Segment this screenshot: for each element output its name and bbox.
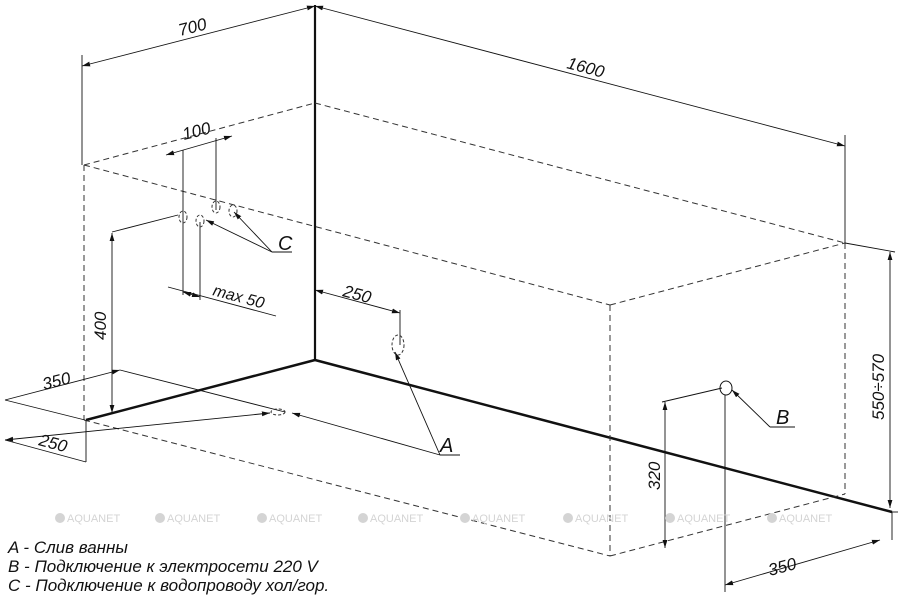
watermark-logo-icon bbox=[665, 513, 675, 523]
watermark-text: AQUANET bbox=[370, 513, 423, 525]
dim-700: 700 bbox=[176, 14, 209, 39]
watermark-text: AQUANET bbox=[779, 513, 832, 525]
fittings bbox=[178, 200, 405, 416]
watermark-logo-icon bbox=[767, 513, 777, 523]
dim-250-drain: 250 bbox=[340, 281, 374, 307]
watermark-logo-icon bbox=[155, 513, 165, 523]
pipe-icon bbox=[228, 204, 238, 218]
dim-max-50: max 50 bbox=[211, 282, 266, 312]
legend: A - Слив ванны B - Подключение к электро… bbox=[8, 538, 329, 595]
dim-350-right: 350 bbox=[766, 554, 799, 580]
dim-height: 550÷570 bbox=[869, 353, 888, 420]
legend-item-c: C - Подключение к водопроводу хол/гор. bbox=[8, 576, 330, 595]
label-b: B bbox=[776, 407, 789, 429]
label-c: C bbox=[278, 233, 293, 255]
dim-320: 320 bbox=[645, 461, 664, 490]
label-a: A bbox=[439, 435, 453, 457]
watermark-text: AQUANET bbox=[575, 513, 628, 525]
socket-icon bbox=[719, 380, 733, 396]
watermark-logo-icon bbox=[358, 513, 368, 523]
legend-item-a: A - Слив ванны bbox=[8, 538, 128, 557]
drain-icon bbox=[391, 334, 405, 356]
watermark-text: AQUANET bbox=[67, 513, 120, 525]
dimension-lines bbox=[4, 5, 898, 592]
bathtub-outline bbox=[83, 102, 846, 557]
pipe-icon bbox=[211, 200, 221, 214]
watermarks: AQUANET AQUANET AQUANET AQUANET AQUANET AQUAN… bbox=[55, 513, 832, 525]
watermark-text: AQUANET bbox=[677, 513, 730, 525]
dim-100: 100 bbox=[180, 118, 213, 143]
watermark-text: AQUANET bbox=[269, 513, 322, 525]
watermark-text: AQUANET bbox=[472, 513, 525, 525]
watermark-logo-icon bbox=[55, 513, 65, 523]
walls bbox=[85, 5, 893, 514]
watermark-logo-icon bbox=[563, 513, 573, 523]
dim-350-left: 350 bbox=[40, 368, 73, 393]
watermark-logo-icon bbox=[257, 513, 267, 523]
watermark-logo-icon bbox=[460, 513, 470, 523]
hot-pipe-icon bbox=[195, 214, 205, 228]
dim-400: 400 bbox=[91, 311, 110, 340]
legend-item-b: B - Подключение к электросети 220 V bbox=[8, 557, 318, 576]
drain-outlet-icon bbox=[270, 408, 286, 416]
watermark-text: AQUANET bbox=[167, 513, 220, 525]
cold-pipe-icon bbox=[178, 210, 188, 224]
